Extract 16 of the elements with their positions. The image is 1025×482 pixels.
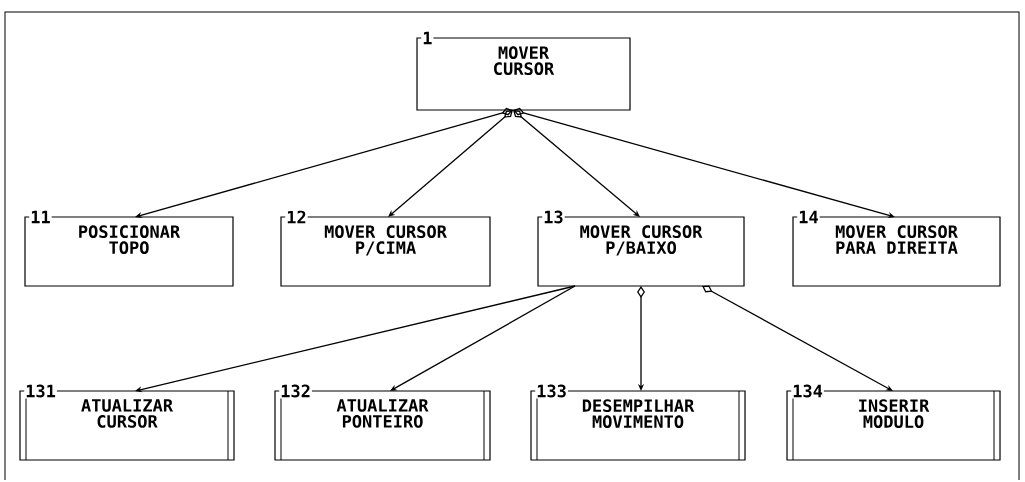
arrow bbox=[135, 285, 576, 393]
arrow bbox=[390, 285, 576, 391]
arrow bbox=[388, 110, 513, 217]
module-number: 12 bbox=[285, 209, 308, 225]
module-number: 13 bbox=[542, 209, 565, 225]
module-number: 134 bbox=[791, 383, 824, 399]
module-number: 14 bbox=[797, 209, 820, 225]
arrow bbox=[135, 107, 513, 219]
module-number: 11 bbox=[29, 209, 52, 225]
module-number: 133 bbox=[535, 383, 568, 399]
module-number: 1 bbox=[421, 30, 434, 46]
arrow bbox=[637, 286, 645, 391]
arrow bbox=[513, 110, 640, 217]
module-number: 131 bbox=[24, 383, 57, 399]
arrow bbox=[702, 285, 893, 391]
module-number: 132 bbox=[279, 383, 312, 399]
